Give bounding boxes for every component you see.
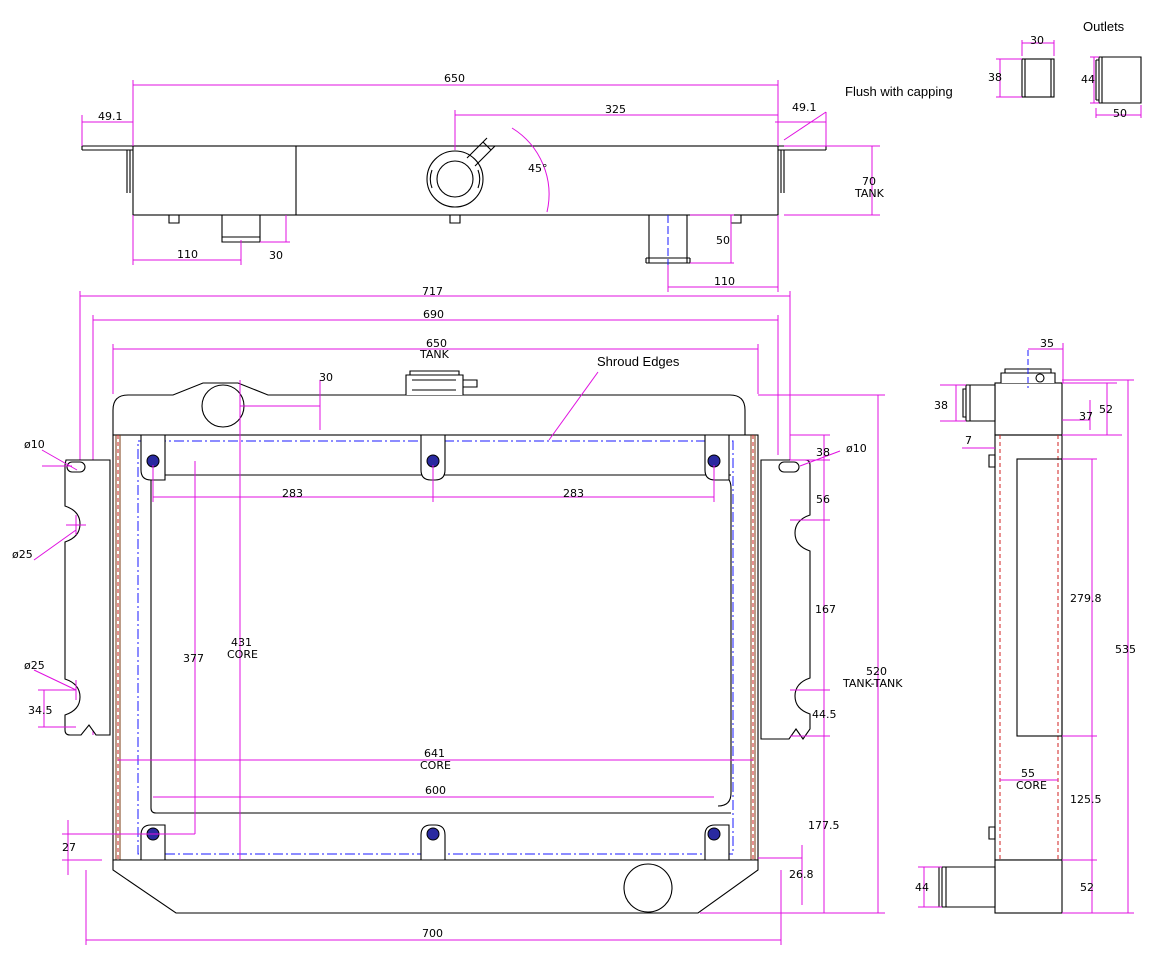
side-core-55: 55: [1021, 767, 1035, 780]
top-cap-angle: 45°: [528, 162, 548, 175]
front-side-167: 167: [815, 603, 836, 616]
large-outlet-dia: 44: [1081, 73, 1095, 86]
side-view: 35 38 37 52 7 279.8 125.5 535 55 CORE 44…: [915, 337, 1136, 914]
top-left-flange: 49.1: [98, 110, 123, 123]
right-bracket: [760, 459, 811, 740]
top-left-outlet-pos: 110: [177, 248, 198, 261]
front-side-26-8: 26.8: [789, 868, 814, 881]
front-side-177-5: 177.5: [808, 819, 840, 832]
side-offset-7: 7: [965, 434, 972, 447]
front-cap-30: 30: [319, 371, 333, 384]
small-outlet-dia: 38: [988, 71, 1002, 84]
top-right-outlet-pos: 110: [714, 275, 735, 288]
side-tank-37: 37: [1079, 410, 1093, 423]
side-top-35: 35: [1040, 337, 1054, 350]
outlets-detail: Outlets 30 38 44 50: [988, 19, 1142, 120]
front-hole-d25-lower: ø25: [24, 659, 45, 672]
small-outlet-shape: [1021, 58, 1055, 98]
front-hole-d10-left: ø10: [24, 438, 45, 451]
top-overall-width: 650: [444, 72, 465, 85]
top-tank-body: [132, 145, 779, 216]
front-core-word2: CORE: [420, 759, 451, 772]
top-right-outlet-len: 50: [716, 234, 730, 247]
side-top-tank: [994, 382, 1063, 436]
front-side-44-5: 44.5: [812, 708, 837, 721]
front-core-word: CORE: [227, 648, 258, 661]
filler-cap: [426, 150, 484, 208]
side-outlet-44: 44: [915, 881, 929, 894]
front-side-56: 56: [816, 493, 830, 506]
front-bottom-27: 27: [62, 841, 76, 854]
front-bolt-600: 600: [425, 784, 446, 797]
large-outlet-shape: [1098, 56, 1142, 104]
front-core-641: 641: [424, 747, 445, 760]
side-overall-535: 535: [1115, 643, 1136, 656]
large-outlet-length: 50: [1113, 107, 1127, 120]
top-tank-word: TANK: [854, 187, 885, 200]
small-outlet-length: 30: [1030, 34, 1044, 47]
side-height-279-8: 279.8: [1070, 592, 1102, 605]
flush-with-capping-note: Flush with capping: [845, 84, 953, 99]
side-inlet-38: 38: [934, 399, 948, 412]
side-core: [994, 434, 1063, 861]
outlets-title: Outlets: [1083, 19, 1125, 34]
front-bolt-283-left: 283: [282, 487, 303, 500]
front-overall-717: 717: [422, 285, 443, 298]
top-right-flange: 49.1: [792, 101, 817, 114]
front-hole-d10-right: ø10: [846, 442, 867, 455]
front-bolt-283-right: 283: [563, 487, 584, 500]
shroud-edges-note: Shroud Edges: [597, 354, 680, 369]
top-left-outlet-len: 30: [269, 249, 283, 262]
top-tank-height: 70: [862, 175, 876, 188]
front-hole-d25-upper: ø25: [12, 548, 33, 561]
front-height-377: 377: [183, 652, 204, 665]
top-cap-offset: 325: [605, 103, 626, 116]
front-bottom-700: 700: [422, 927, 443, 940]
front-width-690: 690: [423, 308, 444, 321]
front-tank-to-tank-520: 520: [866, 665, 887, 678]
front-top-tank: [112, 382, 746, 436]
front-tank-to-tank-word: TANK-TANK: [842, 677, 903, 690]
side-height-125-5: 125.5: [1070, 793, 1102, 806]
front-tank-650: 650: [426, 337, 447, 350]
front-side-34-5: 34.5: [28, 704, 53, 717]
front-side-38: 38: [816, 446, 830, 459]
front-core-431: 431: [231, 636, 252, 649]
side-tank-52-top: 52: [1099, 403, 1113, 416]
side-bottom-tank: [994, 859, 1063, 914]
top-view: 650 49.1 49.1 325 45° 70 TANK Flush with…: [81, 72, 953, 292]
side-tank-52-bottom: 52: [1080, 881, 1094, 894]
left-bracket: [64, 459, 111, 736]
side-core-word: CORE: [1016, 779, 1047, 792]
front-tank-word: TANK: [419, 348, 450, 361]
front-view: 717 690 650 TANK: [12, 285, 903, 945]
front-bottom-tank: [112, 859, 759, 914]
